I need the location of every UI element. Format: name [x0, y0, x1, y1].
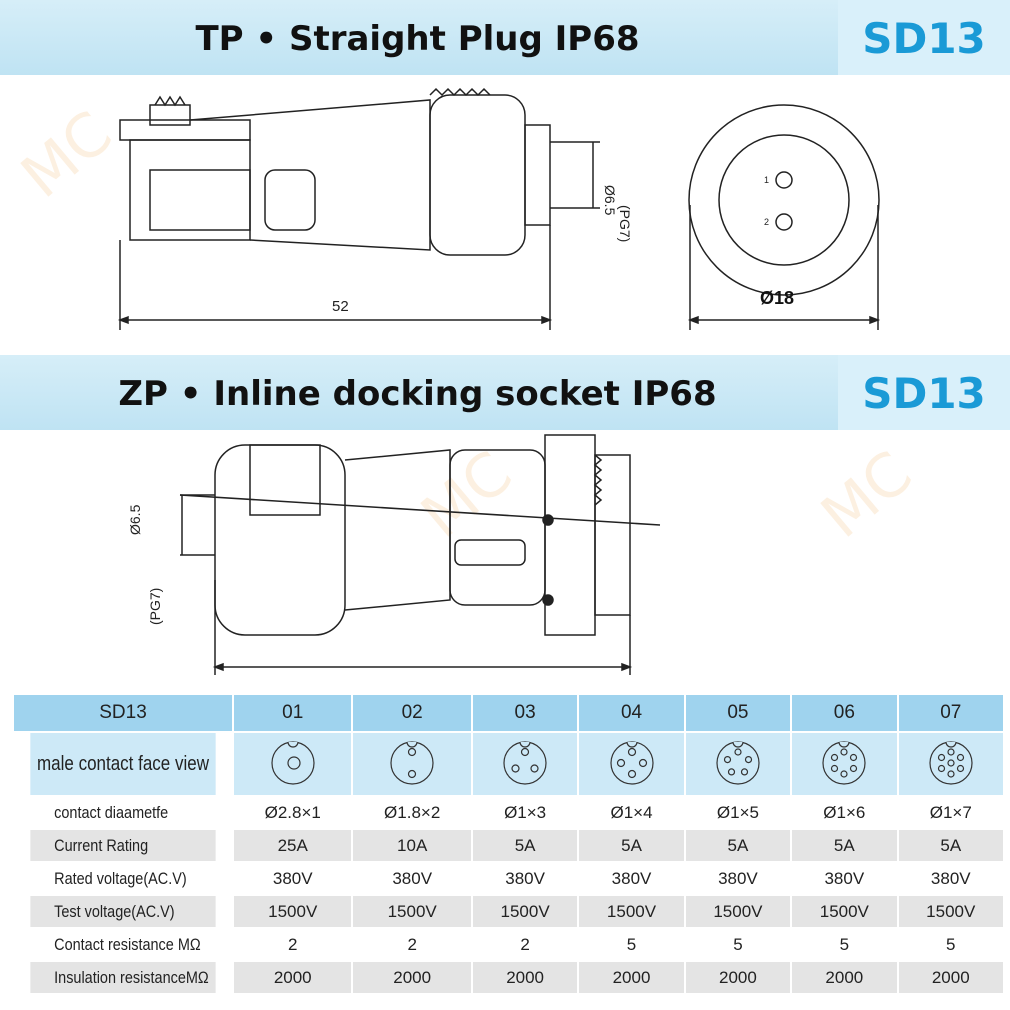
header-cell: 01 [234, 695, 352, 731]
table-cell: 1500V [472, 896, 578, 927]
table-cell: Ø1×6 [792, 797, 897, 828]
table-cell: 2000 [792, 962, 897, 993]
table-cell: Ø2.8×1 [234, 797, 352, 828]
diameter-label: Ø18 [760, 288, 794, 308]
table-cell: 380V [472, 863, 578, 894]
header-cell: 05 [685, 695, 791, 731]
cable-diameter-label: Ø6.5 [127, 504, 143, 535]
row-label: Insulation resistanceMΩ [30, 962, 216, 993]
pin-number: 2 [764, 217, 769, 227]
header-cell: 04 [579, 695, 684, 731]
contact-face-icon [579, 733, 684, 795]
gland-label: (PG7) [617, 205, 633, 242]
row-label: male contact face view [30, 733, 216, 795]
table-cell: 5 [792, 929, 897, 960]
table-cell: Ø1×4 [579, 797, 684, 828]
table-cell: 5A [685, 830, 791, 861]
header-cell: SD13 [14, 695, 232, 731]
contact-face-icon [472, 733, 578, 795]
table-cell: 2000 [472, 962, 578, 993]
row-label: Rated voltage(AC.V) [30, 863, 216, 894]
table-cell: 1500V [353, 896, 471, 927]
contact-face-icon [898, 733, 1003, 795]
row-label: Current Rating [30, 830, 216, 861]
table-cell: 2000 [898, 962, 1003, 993]
model-code: SD13 [838, 0, 1010, 75]
contact-face-icon [792, 733, 897, 795]
table-cell: 5A [792, 830, 897, 861]
table-cell: 5A [472, 830, 578, 861]
contact-face-icon [353, 733, 471, 795]
table-cell: 2000 [353, 962, 471, 993]
table-cell: 5 [898, 929, 1003, 960]
table-cell: 5 [579, 929, 684, 960]
header-cell: 03 [472, 695, 578, 731]
section-title: ZP • Inline docking socket IP68 [118, 374, 717, 414]
row-label: contact diaametfe [30, 797, 216, 828]
table-cell: 1500V [898, 896, 1003, 927]
inline-socket-drawing: Ø6.5 (PG7) [127, 434, 661, 675]
header-cell: 07 [898, 695, 1003, 731]
table-cell: Ø1×7 [898, 797, 1003, 828]
header-cell: 06 [792, 695, 897, 731]
table-cell: 1500V [579, 896, 684, 927]
table-cell: Ø1×3 [472, 797, 578, 828]
contact-face-icon [234, 733, 352, 795]
face-view-row: male contact face view [14, 733, 1003, 795]
table-cell: 380V [579, 863, 684, 894]
table-cell: Ø1×5 [685, 797, 791, 828]
table-cell: 5 [685, 929, 791, 960]
section-header-straight-plug: TP • Straight Plug IP68 SD13 [0, 0, 1010, 75]
table-cell: 2000 [579, 962, 684, 993]
straight-plug-drawing: Ø6.5 (PG7) 52 Ø18 1 2 [117, 87, 881, 330]
table-header-row: SD13 01 02 03 04 05 06 07 [14, 695, 1003, 731]
table-cell: 2000 [685, 962, 791, 993]
table-cell: 1500V [792, 896, 897, 927]
gland-label: (PG7) [147, 588, 163, 625]
table-cell: 380V [353, 863, 471, 894]
spec-table: SD13 01 02 03 04 05 06 07 male contact f… [12, 693, 1005, 995]
table-cell: 1500V [234, 896, 352, 927]
table-cell: 380V [792, 863, 897, 894]
table-cell: 2 [472, 929, 578, 960]
table-cell: 2 [234, 929, 352, 960]
table-cell: 1500V [685, 896, 791, 927]
table-cell: 2 [353, 929, 471, 960]
table-cell: 380V [234, 863, 352, 894]
table-cell: 25A [234, 830, 352, 861]
header-cell: 02 [353, 695, 471, 731]
row-label: Test voltage(AC.V) [30, 896, 216, 927]
table-cell: 380V [898, 863, 1003, 894]
cable-diameter-label: Ø6.5 [602, 185, 618, 216]
table-cell: 2000 [234, 962, 352, 993]
model-code: SD13 [838, 355, 1010, 430]
section-title: TP • Straight Plug IP68 [195, 19, 640, 59]
table-cell: 10A [353, 830, 471, 861]
pin-number: 1 [764, 175, 769, 185]
contact-face-icon [685, 733, 791, 795]
table-cell: 5A [579, 830, 684, 861]
table-cell: 5A [898, 830, 1003, 861]
table-cell: 380V [685, 863, 791, 894]
section-header-inline-socket: ZP • Inline docking socket IP68 SD13 [0, 355, 1010, 430]
row-label: Contact resistance MΩ [30, 929, 216, 960]
table-cell: Ø1.8×2 [353, 797, 471, 828]
length-label: 52 [332, 298, 349, 315]
